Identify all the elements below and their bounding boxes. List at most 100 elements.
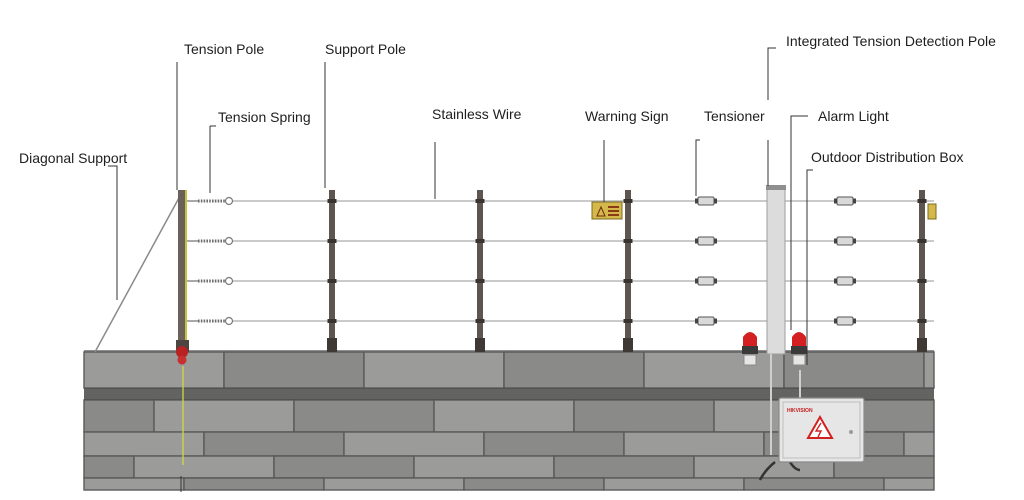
label-tensioner: Tensioner	[704, 108, 765, 124]
wire-insulator	[623, 319, 633, 323]
tension-springs	[187, 196, 234, 326]
tensioner-body	[836, 316, 854, 326]
label-tension-spring: Tension Spring	[218, 109, 311, 125]
tensioner-clamp-left	[834, 318, 837, 324]
alarm-light-right-icon	[792, 332, 806, 346]
wall-brick	[483, 431, 625, 457]
labels: Tension Pole Support Pole Tension Spring…	[19, 33, 996, 166]
insulator-base-lower-icon	[177, 355, 187, 365]
support-poles	[327, 190, 927, 352]
alarm-light-left-base	[742, 346, 758, 354]
tensioner-clamp-left	[695, 318, 698, 324]
tensioner	[834, 316, 856, 326]
wire-insulator	[475, 199, 485, 203]
tensioner-body	[697, 316, 715, 326]
alarm-light-right-base	[791, 346, 807, 354]
tensioner-body	[697, 276, 715, 286]
alarm-light-left	[742, 332, 758, 366]
wire-insulator	[475, 279, 485, 283]
support-pole	[917, 190, 927, 352]
support-pole	[475, 190, 485, 352]
tensioner	[834, 236, 856, 246]
tensioner-clamp-left	[695, 198, 698, 204]
warning-sign	[591, 201, 937, 220]
warning-sign-text-2	[608, 210, 619, 212]
box-brand-logo: HIKVISION	[787, 408, 813, 414]
warning-sign-text-1	[608, 206, 619, 208]
alarm-light-right-mount	[792, 354, 806, 366]
tensioner-clamp-right	[853, 278, 856, 284]
tension-pole-stripe	[185, 190, 187, 352]
tensioner-clamp-left	[834, 198, 837, 204]
tensioner-clamp-right	[714, 318, 717, 324]
tensioner-clamp-left	[834, 278, 837, 284]
wall-brick	[83, 351, 225, 389]
wall-brick	[413, 455, 555, 479]
wire-insulator	[327, 319, 337, 323]
wall-brick	[83, 455, 135, 479]
integrated-tension-detection-pole	[766, 185, 786, 455]
tensioner	[834, 276, 856, 286]
wall-brick	[883, 477, 935, 491]
wall-brick	[133, 455, 275, 479]
label-alarm-light: Alarm Light	[818, 108, 889, 124]
tensioners	[695, 196, 856, 326]
tensioner	[695, 236, 717, 246]
tensioner	[834, 196, 856, 206]
wall-brick	[323, 477, 465, 491]
wall-brick	[183, 477, 325, 491]
tensioner-clamp-left	[834, 238, 837, 244]
tensioner-clamp-right	[853, 198, 856, 204]
wire-insulator	[917, 279, 927, 283]
leader-alarm-light	[790, 115, 808, 330]
wire-insulator	[475, 319, 485, 323]
detection-pole-cap	[766, 185, 786, 190]
spring-ring-2	[224, 236, 234, 246]
wall-brick	[203, 431, 345, 457]
tensioner-clamp-right	[853, 238, 856, 244]
wire-insulator	[327, 199, 337, 203]
wall-brick	[83, 399, 155, 433]
insulator-base-icon	[176, 346, 188, 358]
wall-brick	[343, 431, 485, 457]
leader-distribution-box	[806, 169, 813, 365]
support-pole-body	[477, 190, 483, 350]
support-pole-body	[919, 190, 925, 350]
wall-brick	[153, 399, 295, 433]
alarm-lights	[742, 332, 807, 366]
wall-brick	[363, 351, 505, 389]
wall-brick	[293, 399, 435, 433]
wall-brick	[83, 477, 185, 491]
tensioner-clamp-right	[714, 278, 717, 284]
label-warning-sign: Warning Sign	[585, 108, 669, 124]
wall-brick	[273, 455, 415, 479]
wall-brick	[853, 399, 935, 433]
label-stainless-wire: Stainless Wire	[432, 106, 522, 122]
tensioner-clamp-right	[714, 198, 717, 204]
wall-brick	[223, 351, 365, 389]
wire-insulator	[917, 239, 927, 243]
tensioner-body	[697, 236, 715, 246]
label-support-pole: Support Pole	[325, 41, 406, 57]
wall-brick	[923, 351, 935, 389]
wall-brick	[573, 399, 715, 433]
tensioner-body	[836, 196, 854, 206]
support-pole-body	[625, 190, 631, 350]
tensioner-clamp-left	[695, 238, 698, 244]
wall-brick	[433, 399, 575, 433]
label-distribution-box: Outdoor Distribution Box	[811, 149, 964, 165]
support-pole-foot	[917, 338, 927, 352]
support-pole-body	[329, 190, 335, 350]
stone-wall	[83, 350, 935, 491]
alarm-light-left-mount	[743, 354, 757, 366]
wall-brick	[463, 477, 605, 491]
stainless-wires	[232, 200, 934, 322]
tensioner	[695, 316, 717, 326]
distribution-box-door	[782, 401, 861, 459]
leader-integrated-pole	[767, 47, 776, 100]
wall-brick	[603, 477, 745, 491]
wire-insulator	[623, 239, 633, 243]
tensioner-clamp-right	[853, 318, 856, 324]
leader-tensioner	[695, 139, 700, 196]
